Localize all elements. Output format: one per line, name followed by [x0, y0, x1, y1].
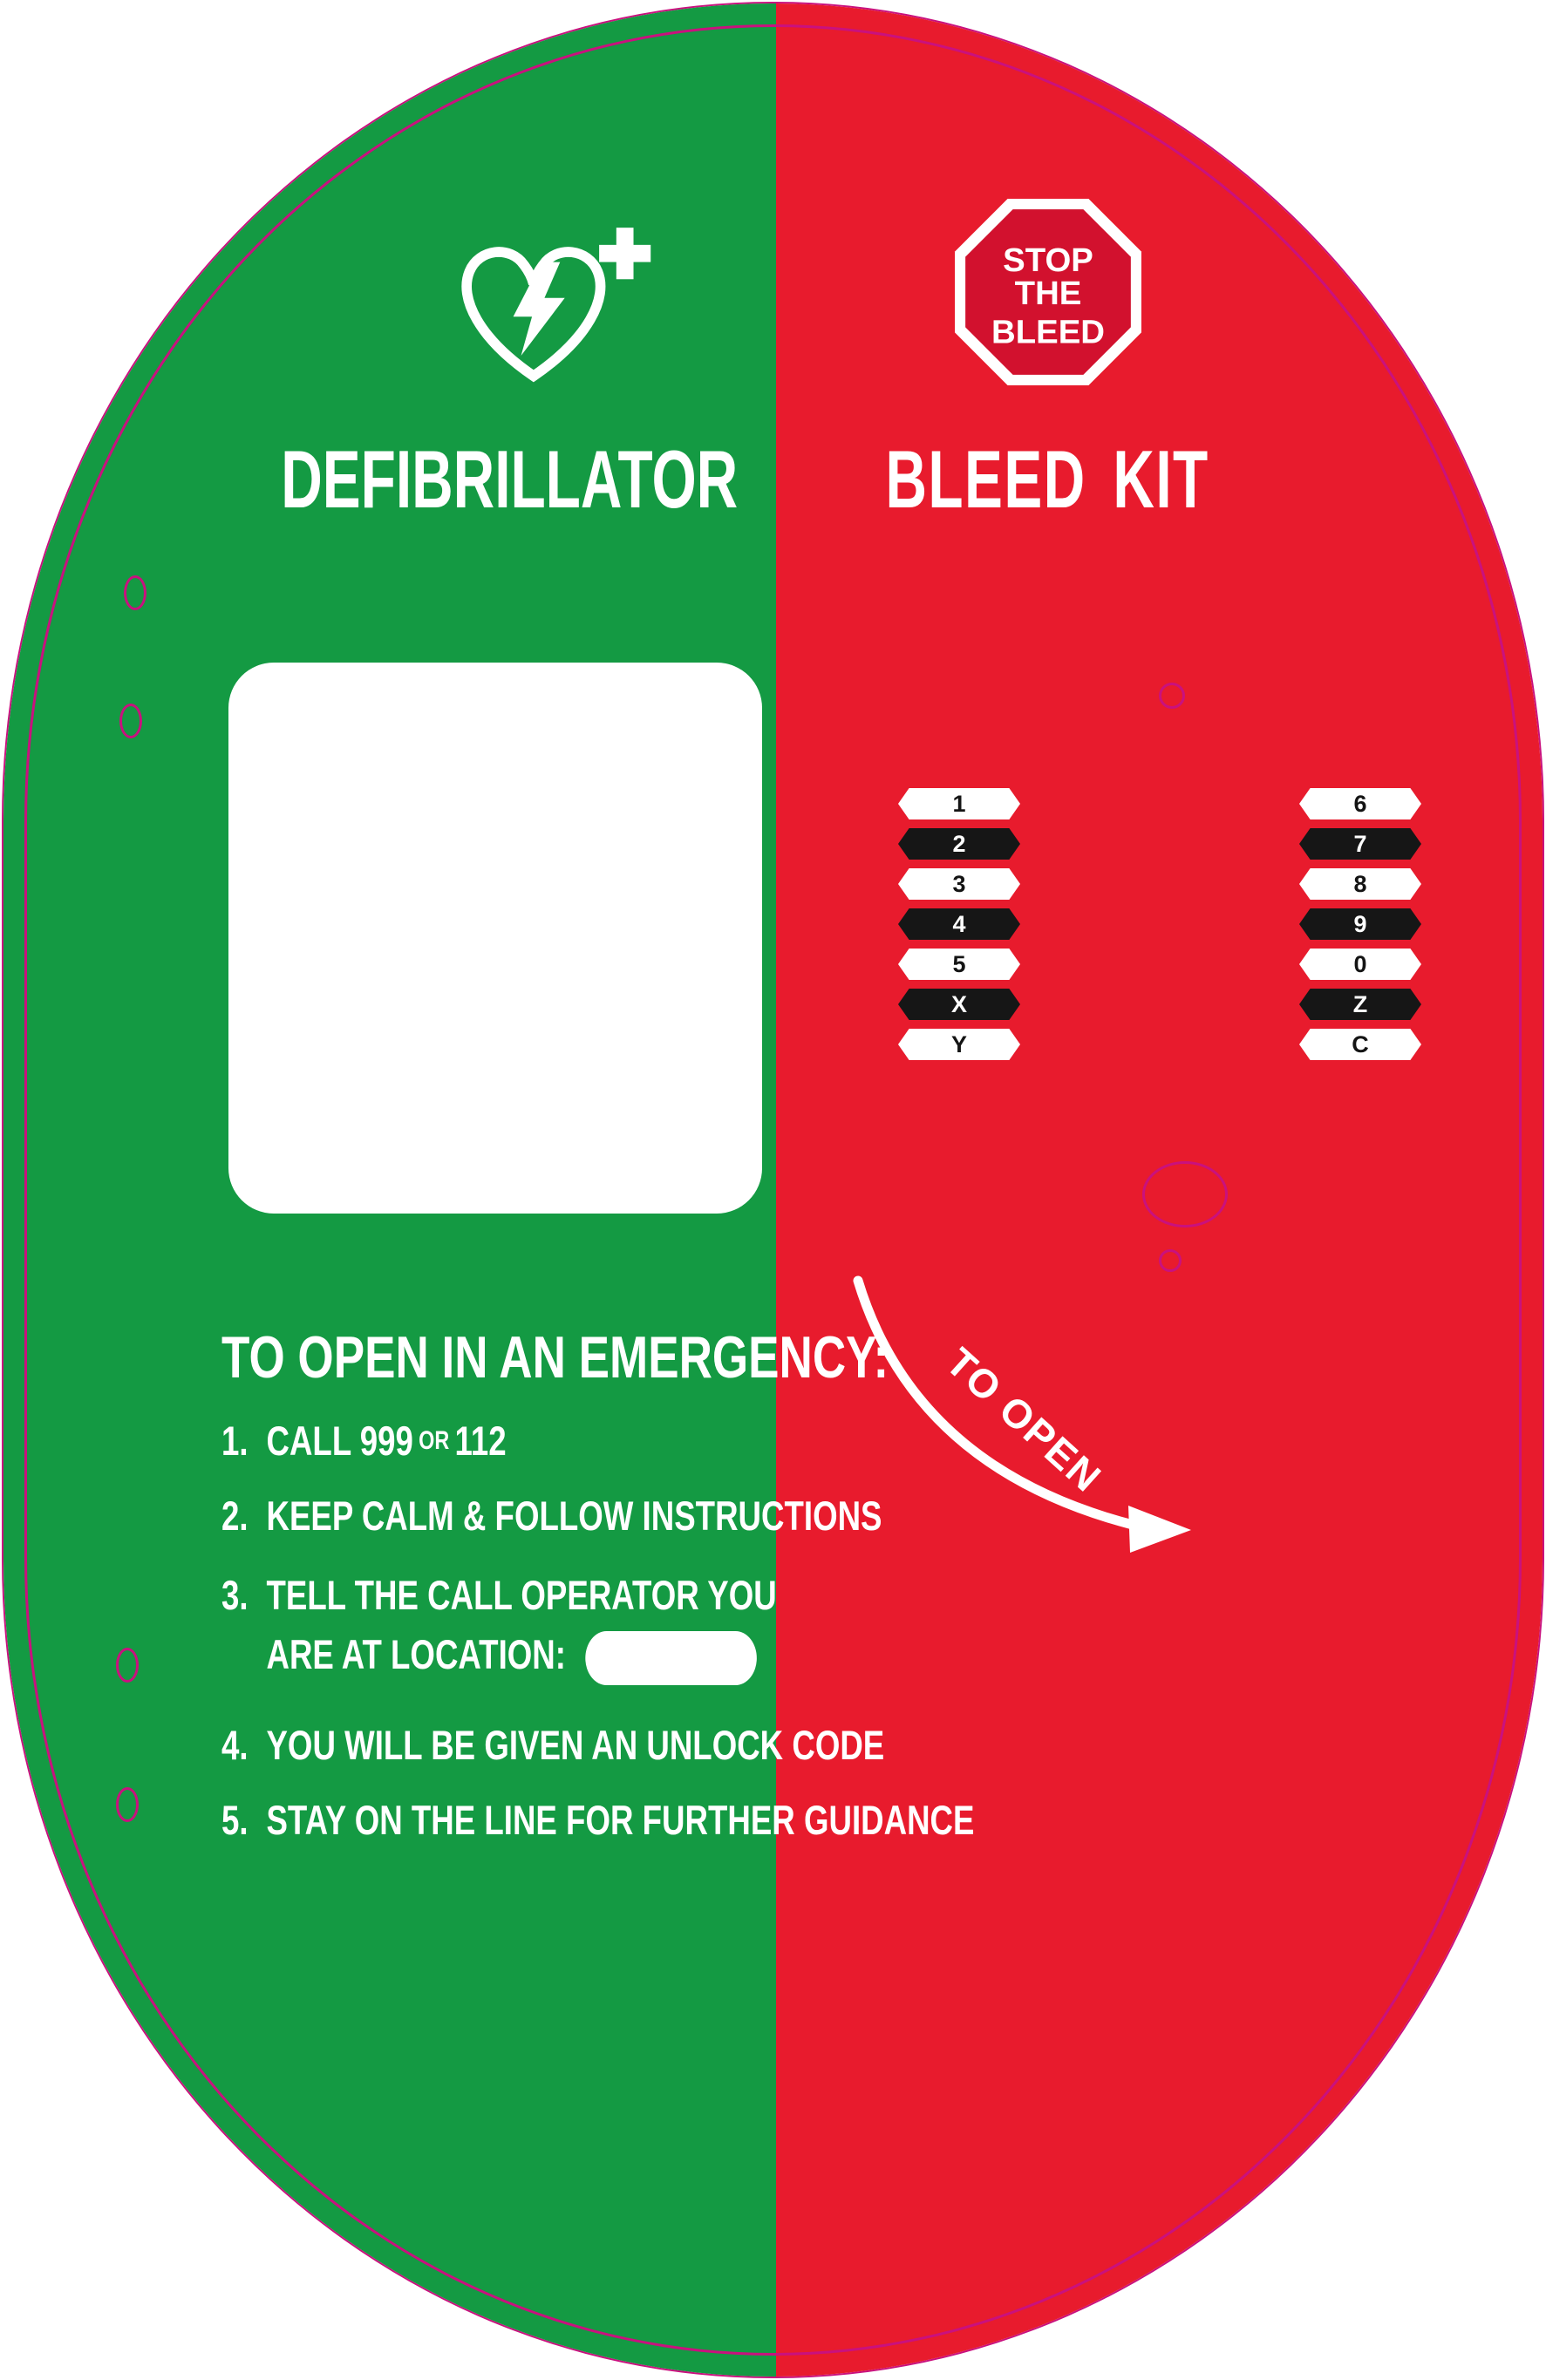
instruction-step-3: 3. TELL THE CALL OPERATOR YOU ARE AT LOC…: [221, 1566, 888, 1685]
lightning-bolt-icon: [513, 262, 565, 357]
instruction-step-4: 4. YOU WILL BE GIVEN AN UNLOCK CODE: [221, 1721, 885, 1768]
key-8[interactable]: 8: [1299, 868, 1421, 900]
key-5[interactable]: 5: [898, 949, 1020, 980]
cut-mark: [116, 1648, 139, 1683]
instructions: TO OPEN IN AN EMERGENCY: 1. CALL 999 OR …: [221, 1323, 975, 1846]
bleed-kit-title: BLEED KIT: [885, 433, 1209, 525]
key-c[interactable]: C: [1299, 1029, 1421, 1060]
keypad-left: 1 2 3 4 5 X Y: [898, 788, 1020, 1060]
location-field: [585, 1630, 758, 1685]
viewing-window: [228, 663, 762, 1214]
cut-mark: [1159, 683, 1185, 709]
keypad-right: 6 7 8 9 0 Z C: [1299, 788, 1421, 1060]
key-0[interactable]: 0: [1299, 949, 1421, 980]
key-6[interactable]: 6: [1299, 788, 1421, 819]
cut-mark: [1142, 1161, 1228, 1227]
key-9[interactable]: 9: [1299, 908, 1421, 940]
key-2[interactable]: 2: [898, 828, 1020, 860]
key-1[interactable]: 1: [898, 788, 1020, 819]
to-open-label: TO OPEN: [937, 1339, 1110, 1501]
defibrillator-title: DEFIBRILLATOR: [281, 433, 738, 525]
arrowhead-icon: [1128, 1506, 1191, 1553]
instruction-step-5: 5. STAY ON THE LINE FOR FURTHER GUIDANCE: [221, 1796, 975, 1843]
stop-the-bleed-icon: STOP THE BLEED: [955, 199, 1141, 385]
instruction-step-2: 2. KEEP CALM & FOLLOW INSTRUCTIONS: [221, 1493, 882, 1539]
cut-mark: [124, 575, 146, 610]
cut-mark: [116, 1787, 139, 1822]
key-7[interactable]: 7: [1299, 828, 1421, 860]
instruction-heading: TO OPEN IN AN EMERGENCY:: [221, 1324, 889, 1391]
aed-heart-icon: [461, 228, 651, 383]
key-y[interactable]: Y: [898, 1029, 1020, 1060]
stb-line1: STOP: [1003, 241, 1093, 279]
key-x[interactable]: X: [898, 989, 1020, 1020]
instruction-step-1: 1. CALL 999 OR 112: [221, 1418, 507, 1464]
key-3[interactable]: 3: [898, 868, 1020, 900]
to-open-arrow: TO OPEN: [853, 1275, 1191, 1553]
key-4[interactable]: 4: [898, 908, 1020, 940]
stb-line3: BLEED: [991, 314, 1105, 351]
key-z[interactable]: Z: [1299, 989, 1421, 1020]
cut-mark: [1159, 1249, 1182, 1272]
cut-mark: [119, 704, 142, 738]
stb-line2: THE: [1015, 275, 1082, 312]
